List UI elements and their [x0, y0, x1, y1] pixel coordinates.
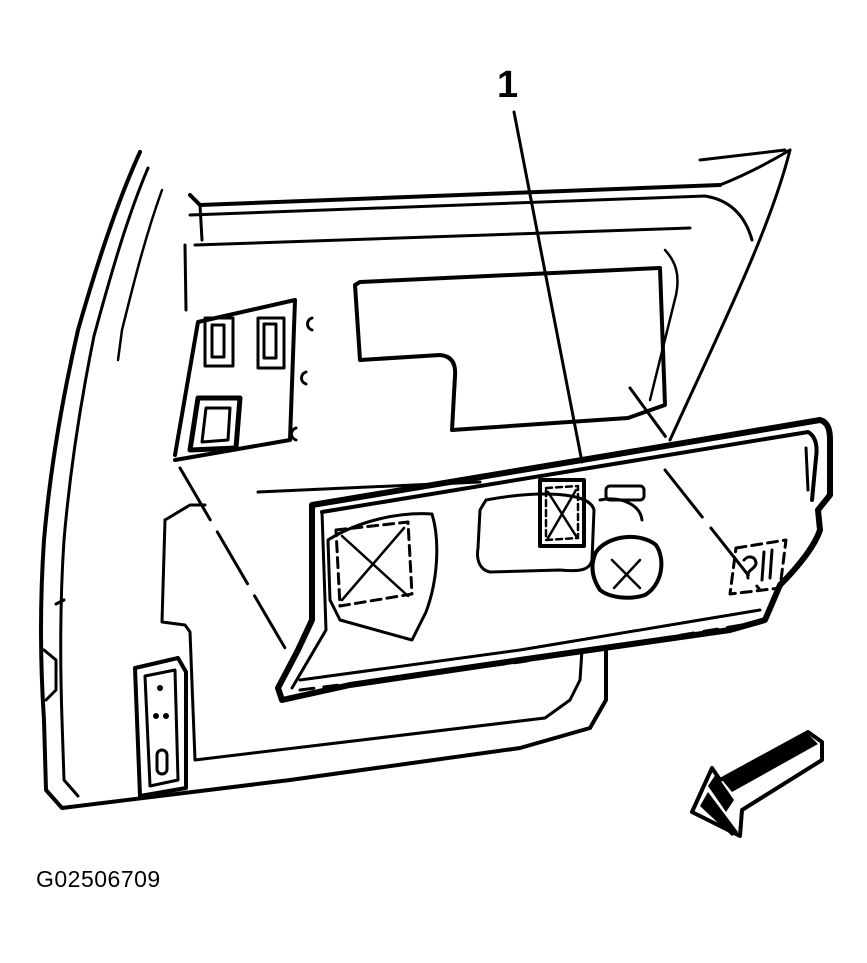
- door-handle-recess: [476, 478, 646, 574]
- lower-right-bezel: [728, 538, 788, 596]
- lower-door-shell: [160, 480, 584, 762]
- callout-label-1: 1: [497, 64, 519, 106]
- alignment-guide-lines: [178, 386, 762, 650]
- door-trim-panel: [275, 417, 833, 703]
- figure-id: G02506709: [36, 866, 161, 892]
- armrest-pad: [326, 512, 439, 642]
- front-direction-arrow-icon: [690, 730, 824, 838]
- inner-door-cutout: [353, 266, 667, 432]
- speaker-grille: [590, 534, 664, 600]
- hinge-bracket: [133, 656, 188, 798]
- callout-leader-line: [512, 110, 584, 464]
- door-outer-frame: [39, 150, 608, 810]
- switch-bezel-area: [173, 298, 314, 462]
- window-frame: [183, 148, 792, 442]
